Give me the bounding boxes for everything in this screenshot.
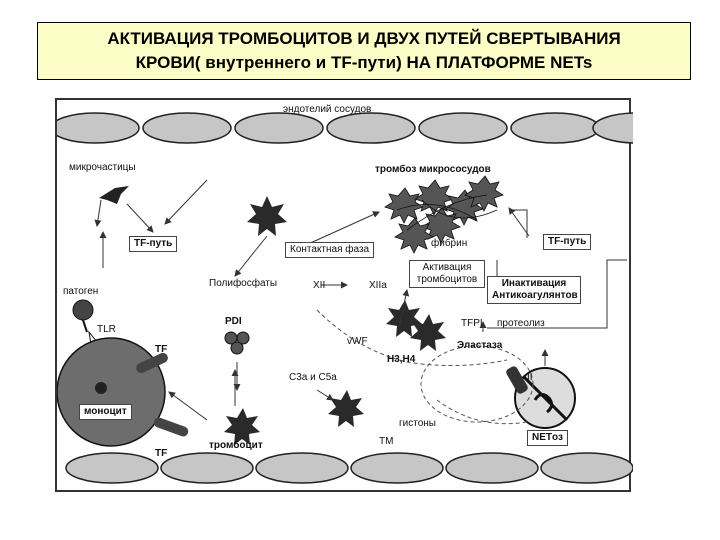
tf-top-label: TF (155, 344, 168, 355)
histones-label: гистоны (399, 418, 436, 429)
inactivation-line-1: Инактивация (501, 278, 567, 289)
microparticle-shape (99, 186, 129, 204)
platelet-star-c3a (328, 390, 364, 427)
xii-label: XII (313, 280, 326, 291)
inactivation-line-2: Антикоагулянтов (492, 290, 578, 301)
pdi-molecules (224, 331, 250, 355)
slide-title: АКТИВАЦИЯ ТРОМБОЦИТОВ И ДВУХ ПУТЕЙ СВЕРТ… (37, 22, 691, 80)
endothelium-top (57, 112, 633, 144)
tlr-label: TLR (97, 324, 116, 335)
fibrin-label: фибрин (431, 238, 468, 249)
polyphosphates-label: Полифосфаты (209, 278, 278, 289)
activation-line-2: тромбоцитов (416, 274, 478, 285)
xiia-label: XIIa (369, 280, 387, 291)
nets-box: NETоз (527, 430, 568, 446)
dashed-curve (316, 309, 508, 367)
tf-path-left-box: TF-путь (129, 236, 178, 252)
endothelium-bottom (65, 452, 633, 484)
c3a-c5a-label: C3a и C5a (289, 372, 337, 383)
pdi-label: PDI (225, 316, 242, 327)
h3h4-label: H3,H4 (387, 354, 416, 365)
monocyte-box: моноцит (79, 404, 132, 420)
diagram-drawing (57, 112, 633, 484)
platelet-label: тромбоцит (209, 440, 263, 451)
vwf-label: vWF (347, 336, 368, 347)
tf-path-right-box: TF-путь (543, 234, 592, 250)
endothelium-label: эндотелий сосудов (283, 104, 372, 115)
diagram-figure: эндотелий сосудов микрочастицы тромбоз м… (55, 98, 633, 492)
tm-label: TM (379, 436, 394, 447)
activation-line-1: Активация (422, 262, 472, 273)
platelet-star-mid-1 (386, 300, 422, 337)
pathogen-label: патоген (63, 286, 99, 297)
platelet-star-mid-2 (410, 314, 446, 351)
contact-phase-box: Контактная фаза (285, 242, 375, 258)
platelet-star-bottom (224, 408, 260, 445)
ii-label: II (527, 372, 533, 383)
tf-bottom-label: TF (155, 448, 168, 459)
title-line-1: АКТИВАЦИЯ ТРОМБОЦИТОВ И ДВУХ ПУТЕЙ СВЕРТ… (107, 29, 621, 48)
elastase-label: Эластаза (457, 340, 503, 351)
tfpi-label: TFPI (461, 318, 483, 329)
inactivation-box: Инактивация Антикоагулянтов (487, 276, 581, 304)
activation-box: Активация тромбоцитов (409, 260, 485, 288)
platelet-star-top (247, 196, 287, 236)
thrombus-label: тромбоз микрососудов (375, 164, 491, 175)
net-dashed-loop (420, 345, 534, 423)
monocyte-cell (57, 337, 166, 447)
fibrin-strands (396, 194, 498, 231)
microparticles-label: микрочастицы (69, 162, 136, 173)
proteolysis-label: протеолиз (497, 318, 545, 329)
pathogen-shape (72, 299, 94, 321)
title-line-2: КРОВИ( внутреннего и TF-пути) НА ПЛАТФОР… (135, 53, 593, 72)
thrombus-cluster (384, 175, 504, 254)
